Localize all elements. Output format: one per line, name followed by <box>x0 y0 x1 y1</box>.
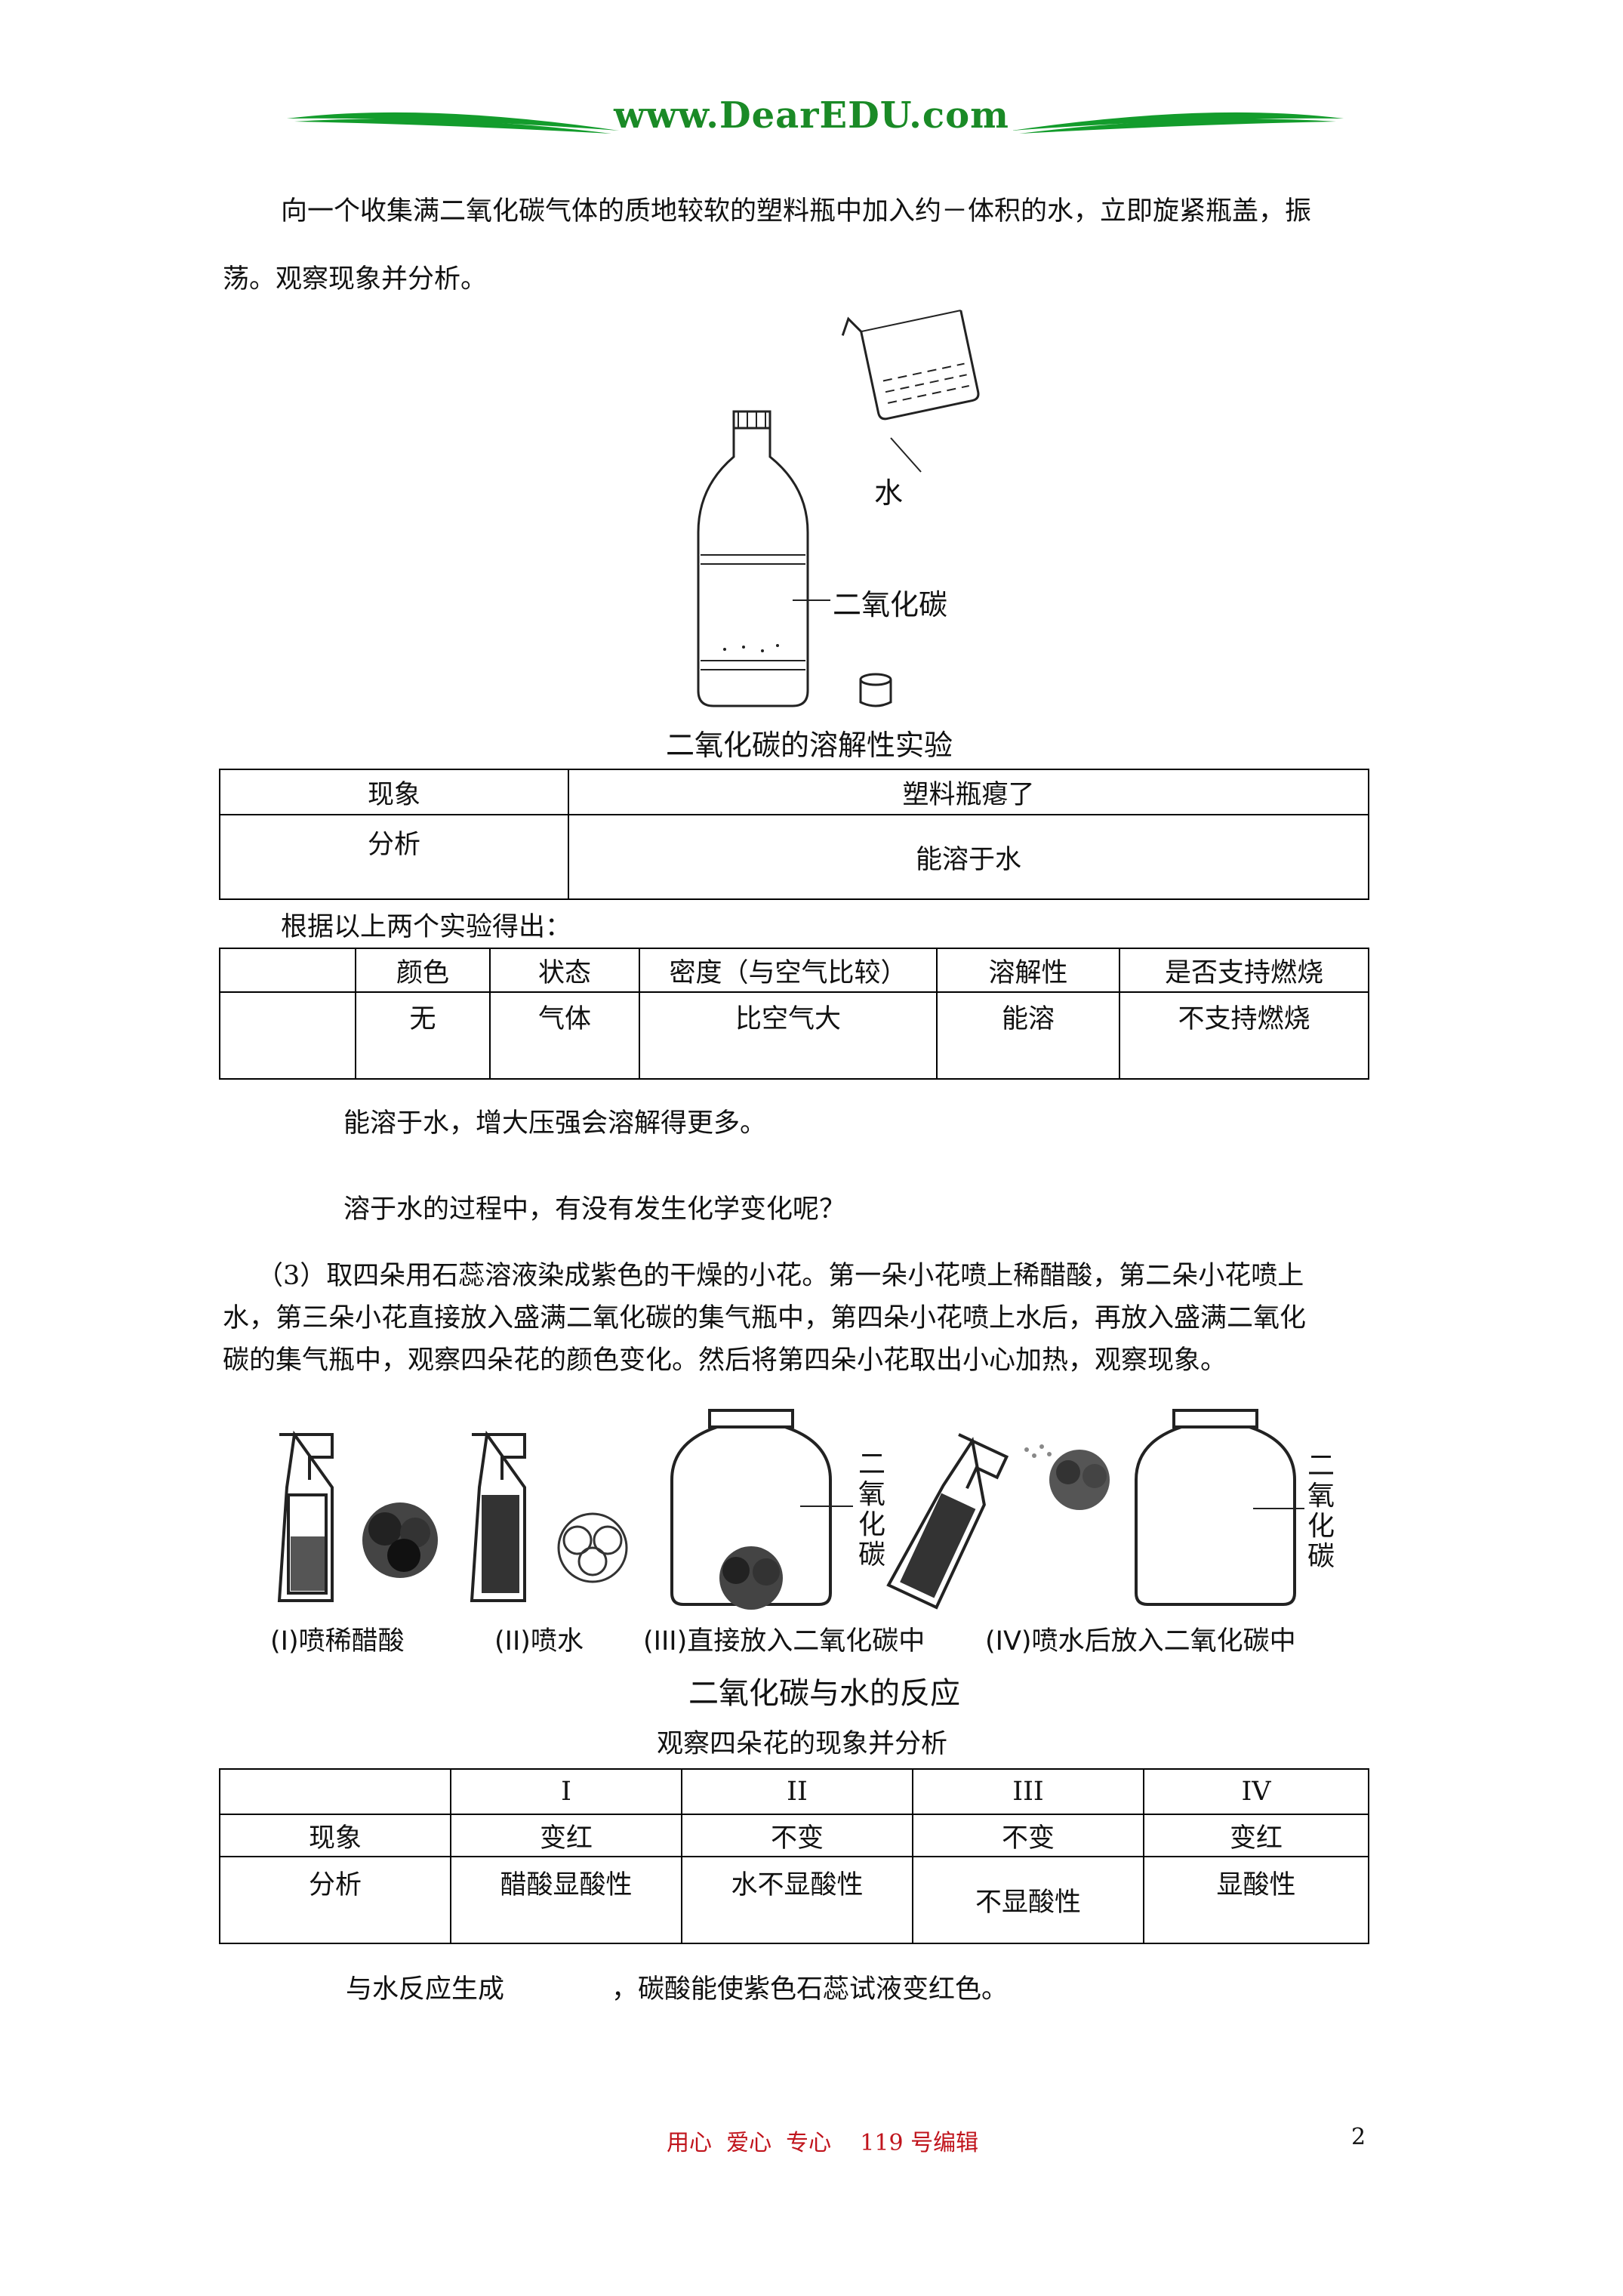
jar-iii-label: 二 氧 化 碳 <box>857 1450 887 1570</box>
note-1: 能溶于水，增大压强会溶解得更多。 <box>343 1108 767 1139</box>
jar-label-char: 化 <box>1307 1511 1335 1542</box>
header-site-name[interactable]: www.DearEDU.com <box>614 94 1009 137</box>
jar-label-char: 碳 <box>858 1539 885 1570</box>
table1-value-analysis: 能溶于水 <box>568 814 1369 900</box>
table3-cell: 显酸性 <box>1143 1856 1369 1944</box>
flower-observation-table: I II III IV 现象 变红 不变 不变 变红 分析 醋酸显酸性 水不显酸… <box>219 1768 1369 1944</box>
table2-cell: 无 <box>355 991 491 1080</box>
table2-cell <box>219 991 356 1080</box>
table3-title: 观察四朵花的现象并分析 <box>657 1729 948 1759</box>
table-row: 现象 变红 不变 不变 变红 <box>219 1814 1369 1857</box>
figure2-label-iii: (III)直接放入二氧化碳中 <box>643 1626 925 1657</box>
header-swoosh-left <box>287 112 619 134</box>
table2-cell: 比空气大 <box>639 991 938 1080</box>
jar-iv-label: 二 氧 化 碳 <box>1306 1451 1336 1572</box>
table1-head-phenomenon: 现象 <box>219 769 569 815</box>
co2-solubility-figure <box>697 310 980 707</box>
jar-label-char: 二 <box>1307 1450 1335 1481</box>
jar-label-char: 氧 <box>1307 1481 1335 1512</box>
table3-cell: 不显酸性 <box>912 1856 1144 1944</box>
figure2-label-ii: (II)喷水 <box>494 1626 584 1657</box>
table-row: 无 气体 比空气大 能溶 不支持燃烧 <box>219 991 1369 1080</box>
intro-line-2: 荡。观察现象并分析。 <box>223 264 488 294</box>
figure1-caption: 二氧化碳的溶解性实验 <box>666 729 953 762</box>
table3-cell: 醋酸显酸性 <box>450 1856 682 1944</box>
table2-header: 是否支持燃烧 <box>1119 948 1369 993</box>
table1-value-phenomenon: 塑料瓶瘪了 <box>568 769 1369 815</box>
step3-line-1: （3）取四朵用石蕊溶液染成紫色的干燥的小花。第一朵小花喷上稀醋酸，第二朵小花喷上 <box>257 1261 1304 1291</box>
table3-header: IV <box>1143 1768 1369 1815</box>
observation-table: 现象 塑料瓶瘪了 分析 能溶于水 <box>219 769 1369 900</box>
table1-head-analysis: 分析 <box>219 814 569 900</box>
header-swoosh-right <box>1012 112 1344 134</box>
jar-label-char: 化 <box>858 1509 885 1540</box>
table2-header: 密度（与空气比较） <box>639 948 938 993</box>
footer-text: 用心 爱心 专心 119 号编辑 <box>667 2130 979 2156</box>
figure2-label-i: (I)喷稀醋酸 <box>270 1626 405 1657</box>
jar-label-char: 碳 <box>1307 1541 1335 1572</box>
table2-header: 溶解性 <box>936 948 1120 993</box>
step3-line-2: 水，第三朵小花直接放入盛满二氧化碳的集气瓶中，第四朵小花喷上水后，再放入盛满二氧… <box>223 1303 1307 1333</box>
page-number: 2 <box>1351 2124 1366 2150</box>
table-row: 分析 醋酸显酸性 水不显酸性 不显酸性 显酸性 <box>219 1856 1369 1944</box>
step3-line-3: 碳的集气瓶中，观察四朵花的颜色变化。然后将第四朵小花取出小心加热，观察现象。 <box>223 1345 1227 1376</box>
final-part-2: ，碳酸能使紫色石蕊试液变红色。 <box>611 1974 1009 2005</box>
page-header: www.DearEDU.com <box>287 87 1344 162</box>
table3-cell: 变红 <box>1143 1814 1369 1857</box>
table3-cell: 水不显酸性 <box>681 1856 913 1944</box>
table2-cell: 气体 <box>489 991 640 1080</box>
note-2: 溶于水的过程中，有没有发生化学变化呢？ <box>343 1194 846 1225</box>
properties-table: 颜色 状态 密度（与空气比较） 溶解性 是否支持燃烧 无 气体 比空气大 能溶 … <box>219 948 1369 1080</box>
figure2-label-iv: (IV)喷水后放入二氧化碳中 <box>985 1626 1296 1657</box>
table2-header: 状态 <box>489 948 640 993</box>
table3-header: III <box>912 1768 1144 1815</box>
table3-header <box>219 1768 451 1815</box>
final-part-1: 与水反应生成 <box>346 1974 505 2005</box>
table2-cell: 不支持燃烧 <box>1119 991 1369 1080</box>
figure2-caption: 二氧化碳与水的反应 <box>688 1676 960 1711</box>
co2-water-reaction-figure <box>277 1409 1304 1610</box>
table-row: 颜色 状态 密度（与空气比较） 溶解性 是否支持燃烧 <box>219 948 1369 993</box>
intro-line-1: 向一个收集满二氧化碳气体的质地较软的塑料瓶中加入约－体积的水，立即旋紧瓶盖，振 <box>281 196 1312 227</box>
table-row: 现象 塑料瓶瘪了 <box>219 769 1369 815</box>
table3-cell: 不变 <box>912 1814 1144 1857</box>
table3-cell: 分析 <box>219 1856 451 1944</box>
table3-header: I <box>450 1768 682 1815</box>
table3-header: II <box>681 1768 913 1815</box>
table2-header: 颜色 <box>355 948 491 993</box>
table3-cell: 不变 <box>681 1814 913 1857</box>
table2-header <box>219 948 356 993</box>
table3-cell: 现象 <box>219 1814 451 1857</box>
figure1-water-label: 水 <box>874 476 904 510</box>
table-row: 分析 能溶于水 <box>219 814 1369 900</box>
jar-label-char: 氧 <box>858 1479 885 1510</box>
conclusion-intro: 根据以上两个实验得出： <box>281 912 572 942</box>
figure1-co2-label: 二氧化碳 <box>833 588 948 621</box>
jar-label-char: 二 <box>858 1449 885 1480</box>
table2-cell: 能溶 <box>936 991 1120 1080</box>
table-row: I II III IV <box>219 1768 1369 1815</box>
table3-cell: 变红 <box>450 1814 682 1857</box>
